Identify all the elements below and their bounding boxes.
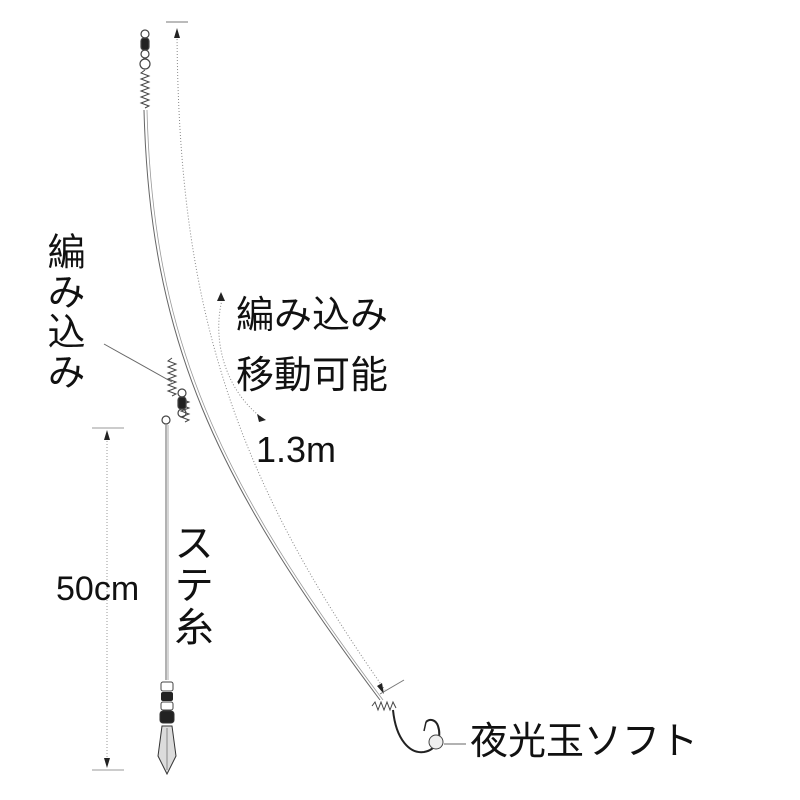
branch-length-label: 50cm (56, 570, 140, 608)
braid-leader-line (103, 343, 173, 383)
braid-label-left: 編み込み (41, 232, 85, 392)
main-line-inner (146, 109, 384, 701)
bottom-tick (379, 679, 405, 695)
main-line-length-label: 1.3m (256, 429, 337, 470)
movable-arc-bottom-head (257, 414, 266, 422)
top-swivel-icon (139, 29, 151, 70)
branch-top-ring (161, 415, 171, 425)
branch-line-label: ステ糸 (167, 522, 213, 648)
hook-barb (423, 721, 427, 732)
branch-measure-bottom-head (104, 758, 110, 768)
length-arrow-bottom-head (377, 683, 384, 694)
movable-arc-top-head (217, 292, 225, 301)
bead-icon (160, 681, 174, 711)
top-spring-coil-icon (139, 69, 151, 109)
main-line (143, 109, 381, 701)
branch-measure-top-head (104, 430, 110, 440)
braid-movable-label-line1: 編み込み (236, 293, 389, 337)
middle-swivel-icon (177, 388, 187, 418)
middle-spring-coil-icon (166, 357, 178, 397)
luminous-bead-icon (428, 734, 444, 750)
braid-movable-label-line2: 移動可能 (236, 353, 389, 397)
hook-coil-icon (371, 700, 397, 712)
hook-label: 夜光玉ソフト (470, 719, 699, 763)
length-arrow-top-head (174, 28, 180, 38)
snap-swivel-icon (157, 710, 177, 776)
